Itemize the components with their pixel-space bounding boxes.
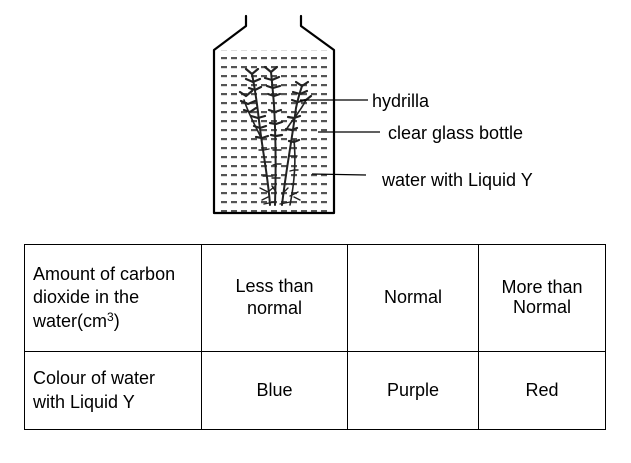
cell-more-than-normal: More than Normal <box>478 244 606 352</box>
bottle-diagram <box>212 14 380 215</box>
liquid-leader <box>311 173 367 176</box>
table-row-co2: Amount of carbon dioxide in the water(cm… <box>24 244 606 352</box>
cell-less-than-normal: Less than normal <box>201 244 348 352</box>
label-clear-glass-bottle: clear glass bottle <box>388 123 524 143</box>
cell-red: Red <box>478 351 606 430</box>
leader-lines <box>300 99 380 176</box>
cell-normal: Normal <box>347 244 479 352</box>
glass-bottle <box>212 14 336 215</box>
header-co2-amount: Amount of carbon dioxide in the water(cm… <box>24 244 202 352</box>
table-row-colour: Colour of water with Liquid Y Blue Purpl… <box>24 351 606 430</box>
label-water-with-liquid-y: water with Liquid Y <box>382 170 533 190</box>
water <box>218 50 330 213</box>
cell-purple: Purple <box>347 351 479 430</box>
header-co2-line2: dioxide in the <box>33 287 140 308</box>
hydrilla-plant <box>238 65 313 206</box>
label-hydrilla: hydrilla <box>372 91 430 111</box>
header-co2-line3: water(cm3) <box>33 309 120 331</box>
header-colour-of-water: Colour of water with Liquid Y <box>24 351 202 430</box>
header-co2-line1: Amount of carbon <box>33 263 176 284</box>
cell-blue: Blue <box>201 351 348 430</box>
data-table: Amount of carbon dioxide in the water(cm… <box>24 244 606 430</box>
